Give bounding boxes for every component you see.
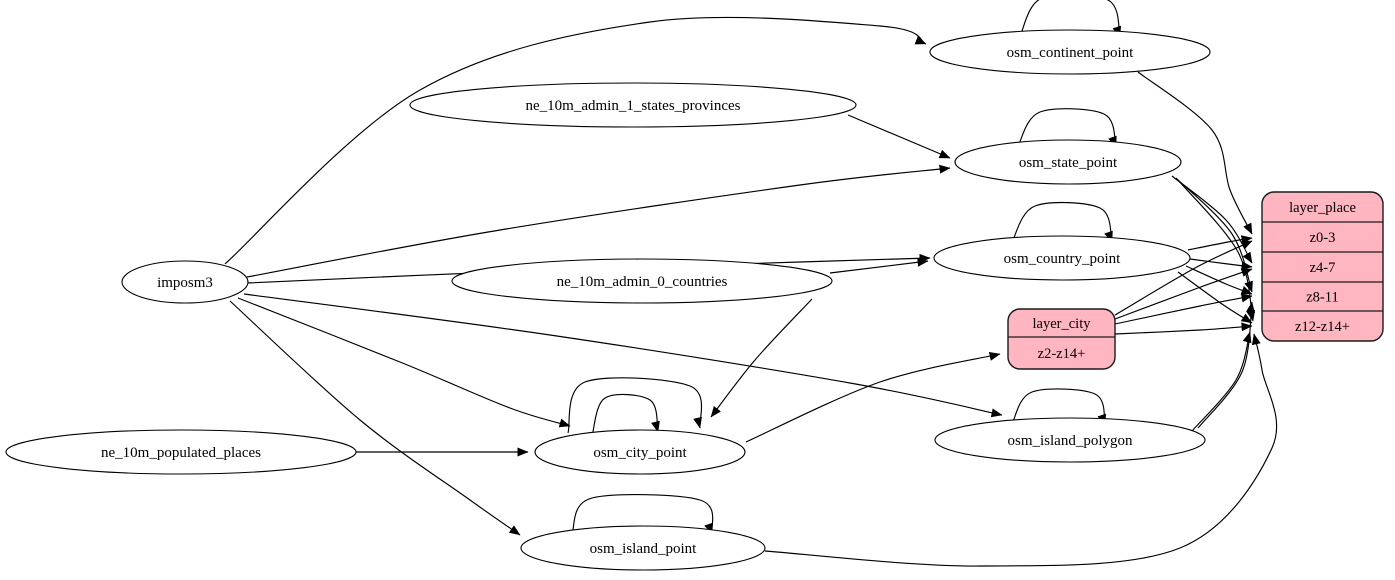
edge-layer_city-to-layer_place:z4-7 — [1114, 268, 1253, 320]
node-osm_island_point: osm_island_point — [520, 525, 766, 571]
node-osm_state_point: osm_state_point — [954, 139, 1182, 185]
record-layer_city: layer_city z2-z14+ — [1007, 308, 1116, 370]
osm_country_point-label: osm_country_point — [1004, 251, 1121, 267]
osm_state_point-label: osm_state_point — [1019, 155, 1118, 171]
edge-osm_city_point-to-osm_city_point-selfloop — [567, 377, 703, 434]
node-osm_continent_point: osm_continent_point — [929, 29, 1211, 75]
imposm3-label: imposm3 — [157, 275, 213, 291]
edge-osm_city_point-to-osm_city_point-selfloop — [591, 393, 660, 437]
osm_continent_point-ellipse — [929, 29, 1211, 75]
edge-osm_island_polygon-to-layer_place:z12-z14+ — [1191, 331, 1252, 432]
layer_place-row-z0-3: z0-3 — [1310, 230, 1336, 246]
osm_city_point-label: osm_city_point — [593, 445, 687, 461]
ne_10m_admin_0_countries-ellipse — [451, 258, 833, 304]
osm_continent_point-label: osm_continent_point — [1007, 45, 1134, 61]
node-osm_island_polygon: osm_island_polygon — [934, 417, 1206, 463]
layer_city-row-z2-z14+: z2-z14+ — [1038, 346, 1086, 362]
edge-osm_state_point-to-osm_state_point-selfloop — [1017, 108, 1117, 148]
record-layer_place: layer_place z0-3 z4-7 z8-11 z12-z14+ — [1261, 191, 1384, 342]
osm_island_polygon-ellipse — [934, 417, 1206, 463]
edge-osm_country_point-to-layer_place:z0-3 — [1187, 235, 1253, 251]
ne_10m_populated_places-label: ne_10m_populated_places — [101, 445, 261, 461]
edge-osm_island_point-to-osm_island_point-selfloop — [571, 494, 714, 535]
imposm3-ellipse — [121, 260, 249, 304]
layer_place-row-z12-z14+: z12-z14+ — [1295, 319, 1350, 335]
edge-osm_island_point-to-layer_place:z12-z14+ — [764, 333, 1278, 567]
edge-osm_city_point-to-layer_city:z2-z14+ — [745, 352, 1001, 443]
ne_10m_populated_places-ellipse — [5, 429, 357, 475]
node-ne_10m_admin_1_states_provinces: ne_10m_admin_1_states_provinces — [409, 82, 857, 128]
node-osm_city_point: osm_city_point — [534, 429, 746, 475]
edge-osm_island_polygon-to-osm_island_polygon-selfloop — [1011, 388, 1107, 426]
edge-imposm3-to-osm_island_point — [229, 300, 521, 536]
node-ne_10m_populated_places: ne_10m_populated_places — [5, 429, 357, 475]
edge-ne_10m_admin_0_countries-to-osm_city_point — [710, 298, 813, 418]
edge-imposm3-to-osm_city_point — [237, 297, 571, 428]
node-ne_10m_admin_0_countries: ne_10m_admin_0_countries — [451, 258, 833, 304]
layer_city-row-layer_city: layer_city — [1033, 316, 1092, 332]
osm_island_point-ellipse — [520, 525, 766, 571]
edge-layer_city-to-layer_place:z0-3 — [1114, 240, 1253, 316]
edge-imposm3-to-osm_continent_point — [224, 16, 927, 265]
edge-osm_continent_point-to-osm_continent_point-selfloop — [1019, 0, 1122, 38]
node-osm_country_point: osm_country_point — [933, 235, 1191, 281]
layer_place-row-z8-11: z8-11 — [1306, 290, 1338, 306]
osm_island_point-label: osm_island_point — [590, 541, 698, 557]
edge-osm_island_polygon-to-layer_place:z8-11 — [1197, 301, 1255, 429]
ne_10m_admin_1_states_provinces-label: ne_10m_admin_1_states_provinces — [526, 98, 741, 114]
osm_country_point-ellipse — [933, 235, 1191, 281]
edge-ne_10m_admin_1_states_provinces-to-osm_state_point — [847, 114, 951, 159]
edge-osm_country_point-to-layer_place:z4-7 — [1189, 258, 1253, 271]
osm_island_polygon-label: osm_island_polygon — [1007, 433, 1133, 449]
layer_city-box — [1007, 308, 1116, 370]
ne_10m_admin_1_states_provinces-ellipse — [409, 82, 857, 128]
node-imposm3: imposm3 — [121, 260, 249, 304]
edge-osm_state_point-to-layer_place:z8-11 — [1175, 177, 1253, 293]
edge-osm_country_point-to-layer_place:z12-z14+ — [1177, 271, 1253, 324]
edge-layer_city-to-layer_place:z8-11 — [1114, 293, 1253, 325]
osm_city_point-ellipse — [534, 429, 746, 475]
ne_10m_admin_0_countries-label: ne_10m_admin_0_countries — [557, 274, 728, 290]
edge-imposm3-to-osm_island_polygon — [243, 293, 1003, 418]
osm_state_point-ellipse — [954, 139, 1182, 185]
edge-imposm3-to-osm_state_point — [246, 164, 951, 278]
edge-osm_country_point-to-osm_country_point-selfloop — [1011, 201, 1113, 243]
edge-layer_city-to-layer_place:z12-z14+ — [1114, 322, 1253, 335]
layer_place-row-layer_place: layer_place — [1289, 200, 1356, 216]
edge-ne_10m_admin_0_countries-to-osm_country_point — [829, 257, 929, 274]
layer_place-row-z4-7: z4-7 — [1310, 260, 1336, 276]
layer_place-box — [1261, 191, 1384, 342]
edge-osm_continent_point-to-layer_place:z0-3 — [1137, 71, 1253, 235]
